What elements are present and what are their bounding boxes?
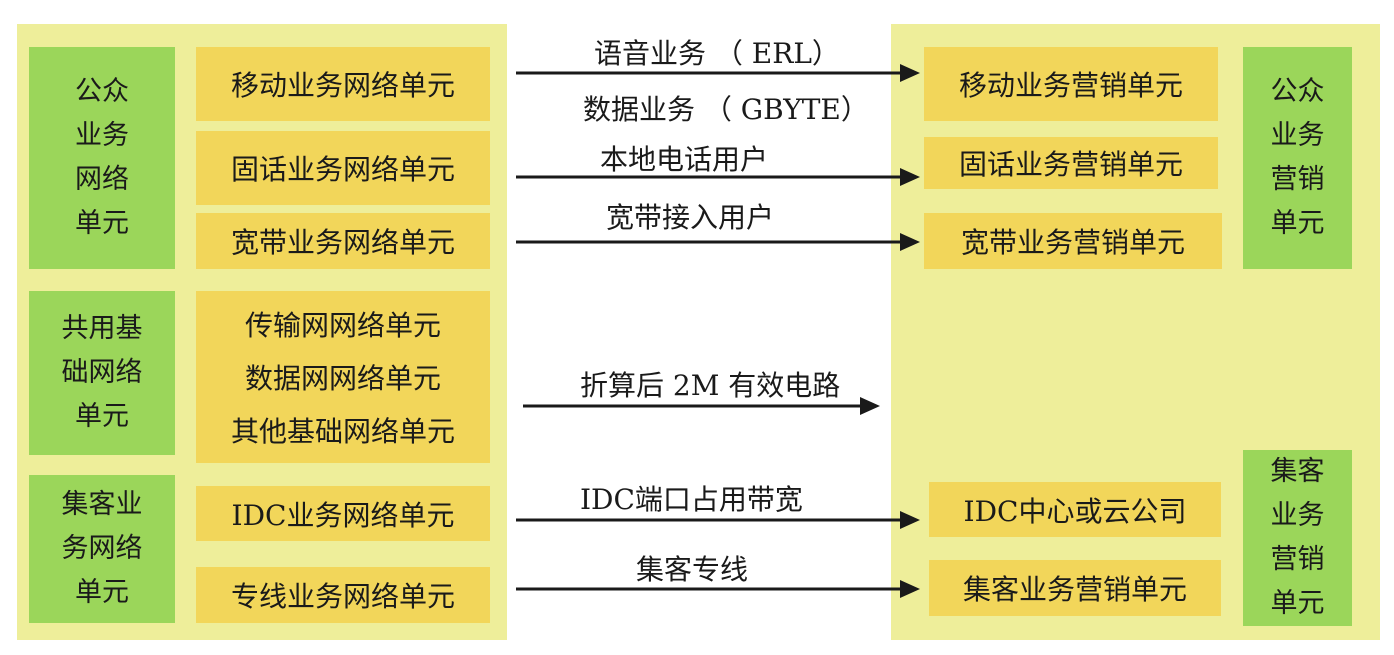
mobile-marketing-unit: 移动业务营销单元 (924, 47, 1218, 121)
label-broadband-users: 宽带接入用户 (606, 201, 775, 234)
label-voice-erl: 语音业务 （ ERL） (594, 37, 840, 70)
shared-base-units-box: 传输网网络单元 数据网网络单元 其他基础网络单元 (196, 291, 490, 463)
fixed-line-marketing-unit: 固话业务营销单元 (924, 137, 1218, 189)
shared-base-network-unit-group: 共用基 础网络 单元 (29, 291, 175, 455)
enterprise-marketing-unit-group: 集客 业务 营销 单元 (1243, 450, 1352, 626)
label-data-gbyte: 数据业务 （ GBYTE） (583, 93, 869, 126)
broadband-marketing-unit: 宽带业务营销单元 (924, 213, 1222, 269)
label-enterprise-line: 集客专线 (636, 553, 749, 586)
other-base-network-unit: 其他基础网络单元 (230, 415, 455, 449)
private-line-network-unit: 专线业务网络单元 (196, 567, 490, 623)
public-network-unit-group: 公众 业务 网络 单元 (29, 47, 175, 269)
enterprise-network-unit-group: 集客业 务网络 单元 (29, 475, 175, 623)
label-2m-circuit: 折算后 2M 有效电路 (580, 369, 841, 402)
transmission-network-unit: 传输网网络单元 (244, 308, 441, 342)
arrowhead-broadband (900, 233, 920, 251)
arrowhead-2m-circuit (860, 397, 880, 415)
arrowhead-idc (900, 511, 920, 529)
label-idc-bandwidth: IDC端口占用带宽 (580, 483, 803, 516)
idc-center-or-cloud-company: IDC中心或云公司 (929, 482, 1221, 537)
fixed-line-network-unit: 固话业务网络单元 (196, 131, 490, 205)
public-marketing-unit-group: 公众 业务 营销 单元 (1243, 47, 1352, 269)
arrowhead-private-line (900, 580, 920, 598)
data-network-unit: 数据网网络单元 (244, 361, 441, 395)
mobile-network-unit: 移动业务网络单元 (196, 47, 490, 121)
idc-network-unit: IDC业务网络单元 (196, 486, 490, 541)
enterprise-marketing-unit: 集客业务营销单元 (929, 560, 1221, 616)
broadband-network-unit: 宽带业务网络单元 (196, 213, 490, 269)
label-local-phone-users: 本地电话用户 (600, 143, 769, 176)
arrowhead-mobile (900, 64, 920, 82)
arrowhead-fixed-line (900, 168, 920, 186)
